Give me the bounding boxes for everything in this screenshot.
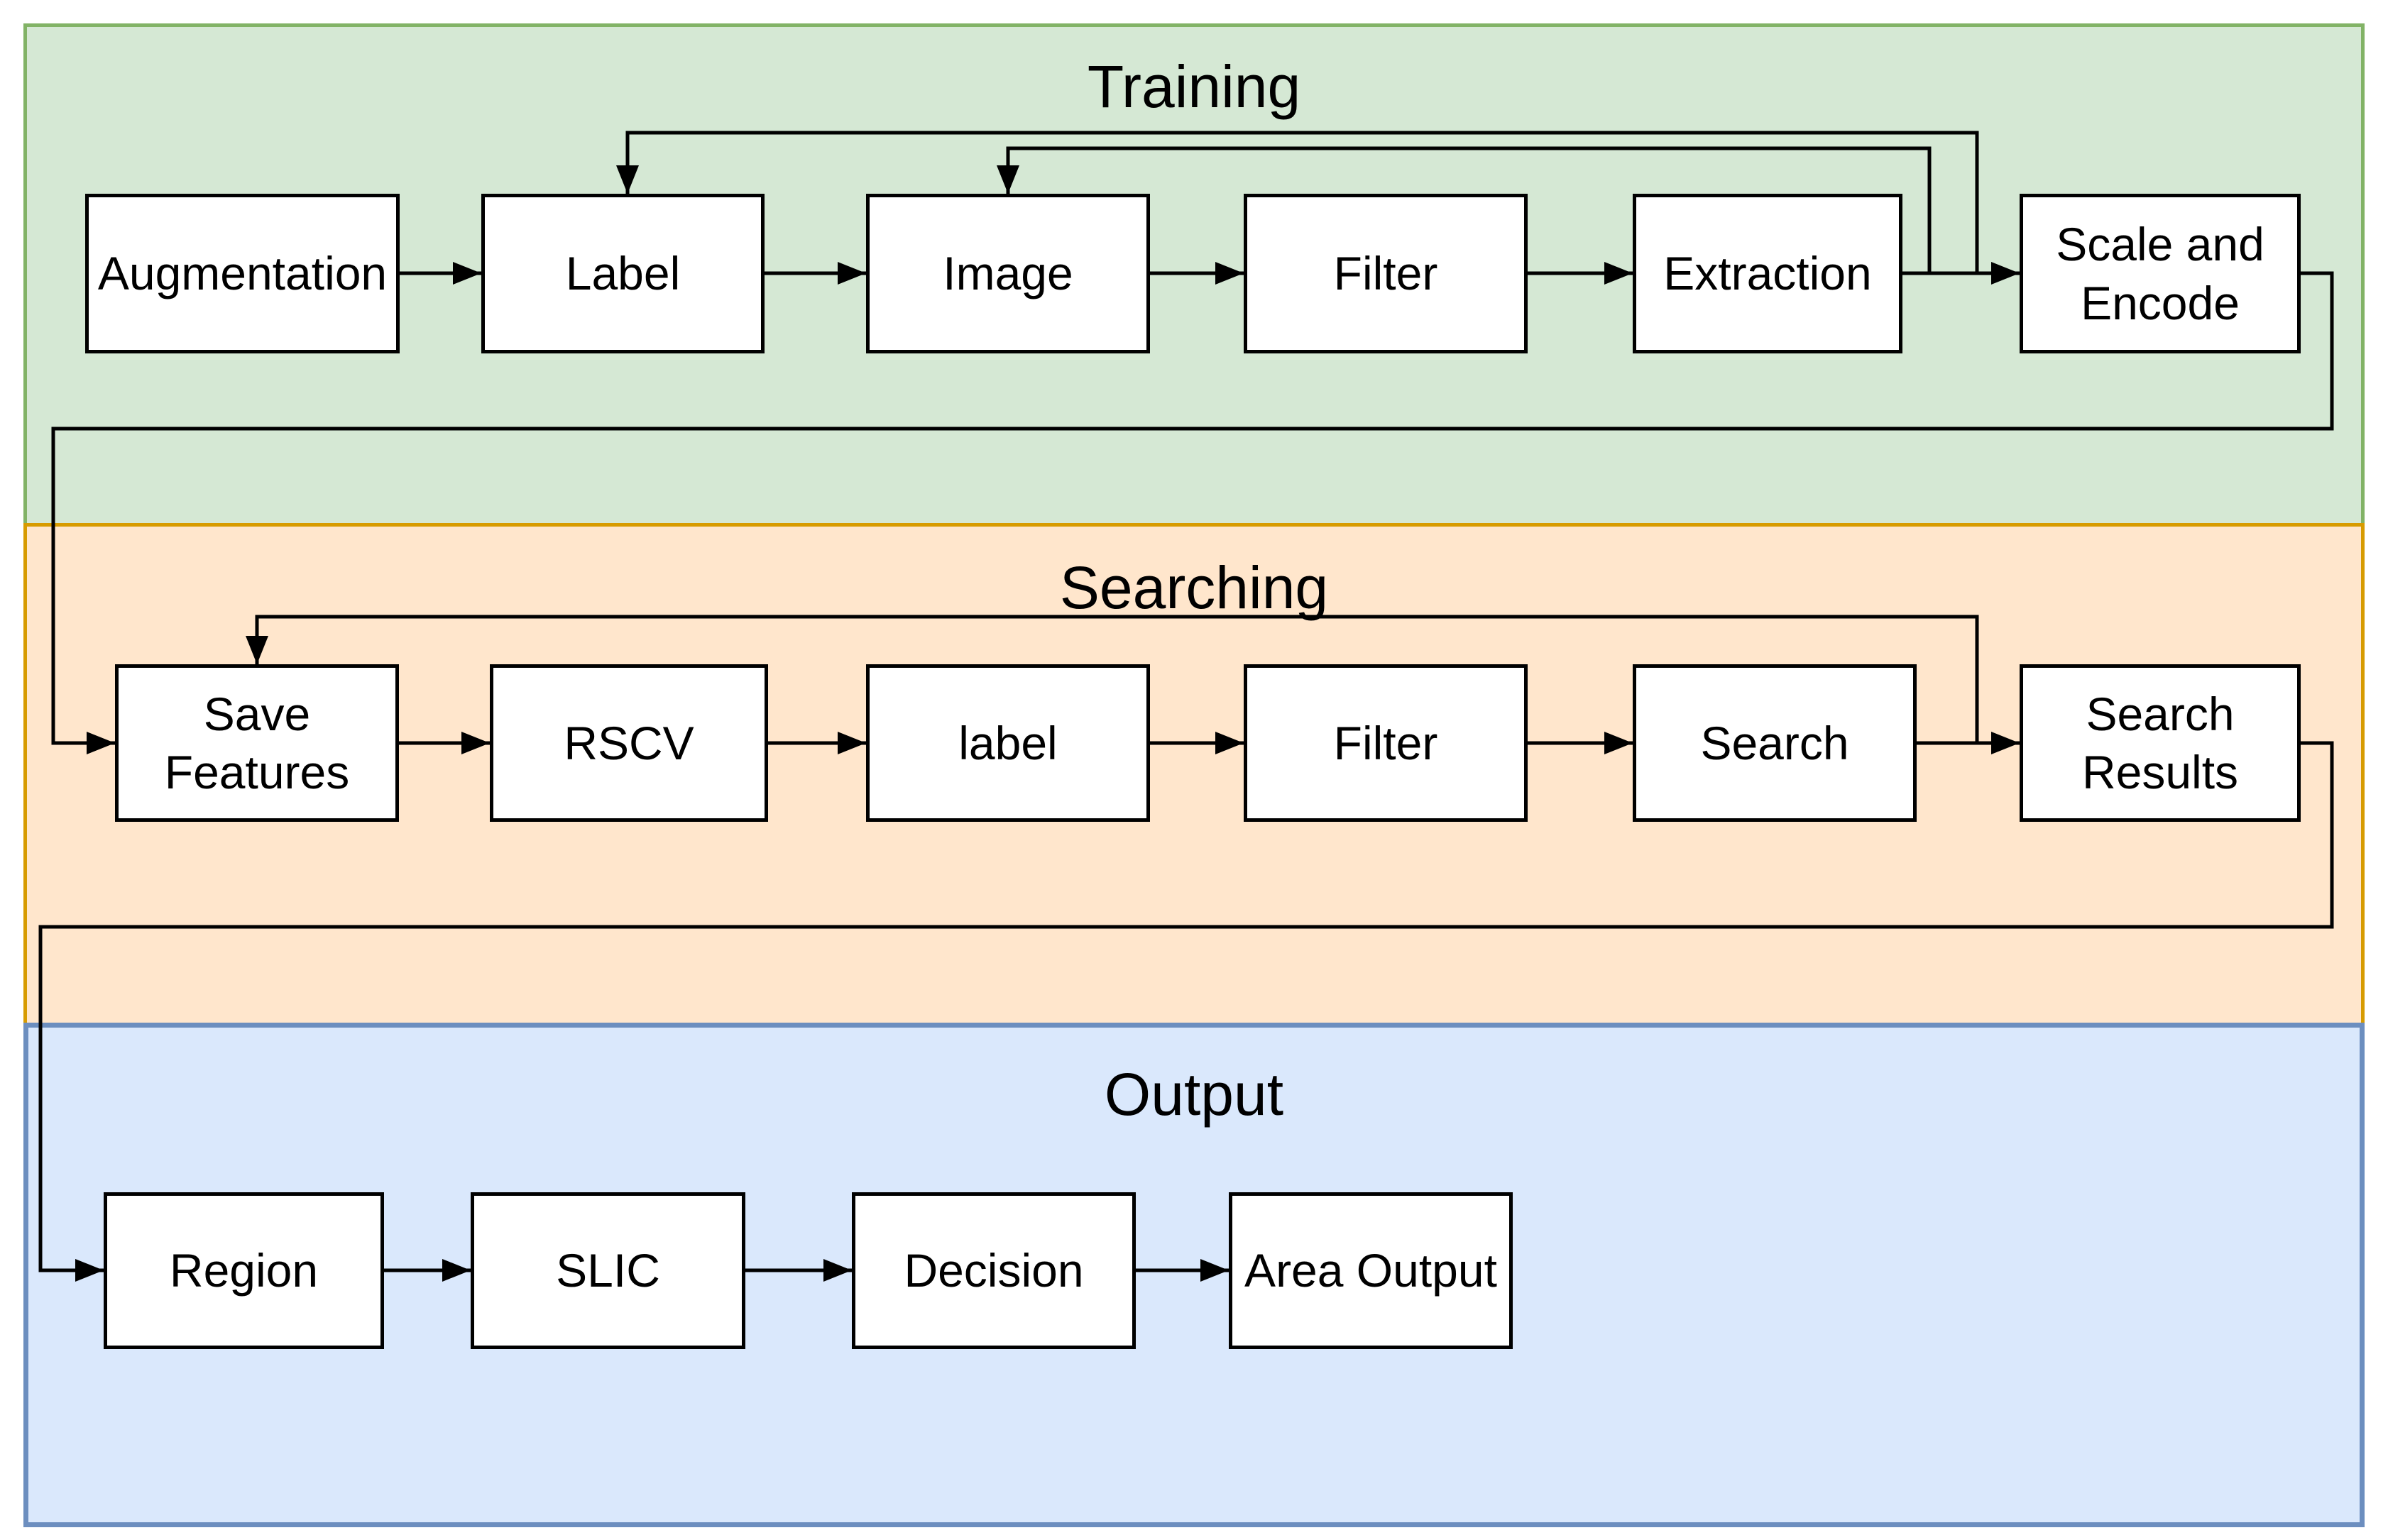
node-region: Region [104,1192,384,1349]
band-title-searching: Searching [1059,554,1329,621]
node-decision: Decision [852,1192,1136,1349]
node-rscv: RSCV [490,664,768,822]
node-area-output: Area Output [1229,1192,1513,1349]
node-slic: SLIC [471,1192,745,1349]
band-title-training: Training [1087,53,1301,120]
node-image: Image [866,194,1150,353]
node-label: Label [481,194,765,353]
node-label-searching: label [866,664,1150,822]
node-save-features: Save Features [115,664,399,822]
band-title-output: Output [1104,1061,1284,1128]
node-filter-searching: Filter [1244,664,1528,822]
node-extraction: Extraction [1633,194,1902,353]
node-augmentation: Augmentation [85,194,400,353]
node-scale-and-encode: Scale and Encode [2020,194,2301,353]
node-search: Search [1633,664,1917,822]
node-filter-training: Filter [1244,194,1528,353]
node-search-results: Search Results [2020,664,2301,822]
